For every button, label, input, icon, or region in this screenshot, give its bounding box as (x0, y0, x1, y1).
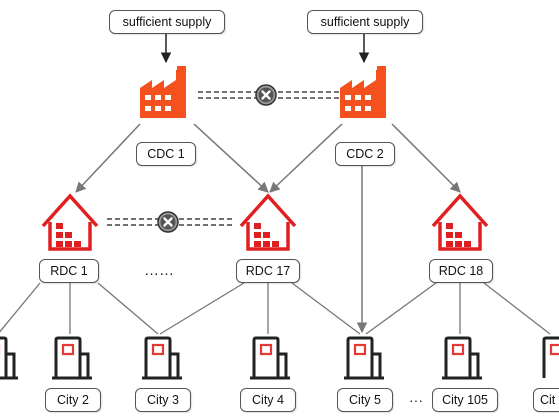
city-label: City 2 (45, 388, 101, 412)
warehouse-icon (239, 193, 297, 251)
blocked-link-cdc (198, 84, 340, 106)
city-ellipsis: ··· (409, 392, 423, 408)
supply-label: sufficient supply (109, 10, 225, 34)
city-label: City 3 (135, 388, 191, 412)
city-building-icon (542, 336, 559, 378)
delivery-line (365, 282, 437, 335)
city-building-icon (250, 336, 290, 380)
cdc-label: CDC 1 (136, 142, 196, 166)
city-building-icon (142, 336, 182, 380)
delivery-line (291, 282, 361, 335)
flow-arrow (391, 123, 461, 193)
delivery-line (483, 282, 551, 335)
flow-arrow (193, 123, 269, 193)
rdc-label: RDC 18 (429, 259, 493, 283)
city-building-icon (344, 336, 384, 380)
warehouse-icon (41, 193, 99, 251)
city-building-icon (52, 336, 92, 380)
rdc-ellipsis: …… (144, 262, 174, 279)
cdc-label: CDC 2 (335, 142, 395, 166)
supply-label: sufficient supply (307, 10, 423, 34)
flow-arrow (269, 123, 343, 193)
delivery-line (97, 282, 159, 335)
factory-icon (340, 66, 386, 118)
delivery-line (159, 282, 245, 335)
city-label: City 105 (432, 388, 498, 412)
city-label: City 4 (240, 388, 296, 412)
blocked-link-icon (157, 211, 179, 233)
warehouse-icon (431, 193, 489, 251)
city-label: City 5 (337, 388, 393, 412)
rdc-label: RDC 17 (236, 259, 300, 283)
city-building-icon (442, 336, 482, 380)
city-building-icon (0, 336, 18, 380)
blocked-link-icon (255, 84, 277, 106)
city-label: Cit (533, 388, 559, 412)
factory-icon (140, 66, 186, 118)
rdc-label: RDC 1 (39, 259, 99, 283)
delivery-line (0, 282, 41, 333)
flow-arrow (75, 123, 141, 193)
blocked-link-rdc (107, 211, 234, 233)
